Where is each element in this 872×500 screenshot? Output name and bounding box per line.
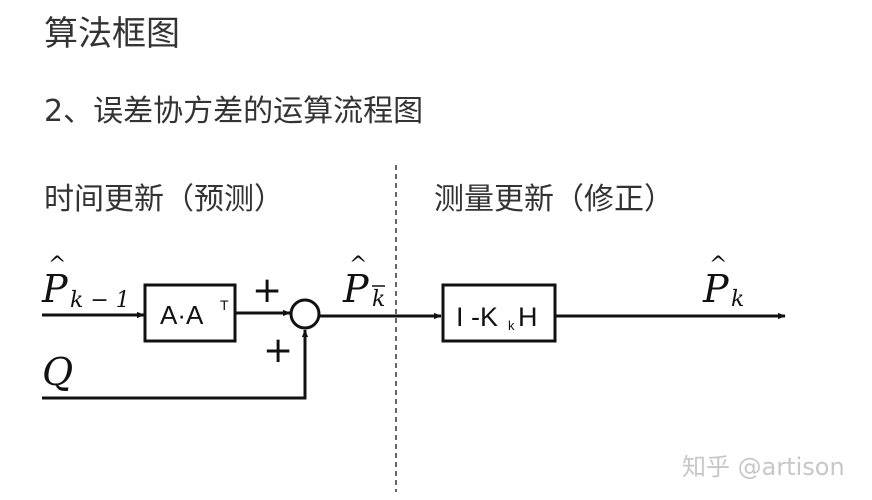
svg-text:k: k [372,287,385,312]
svg-text:k: k [508,318,515,333]
block-a-at [143,283,237,343]
svg-text:P: P [41,267,69,311]
svg-text:k: k [731,287,744,312]
svg-text:P: P [342,267,370,311]
watermark: 知乎 @artison [682,453,845,481]
output-p-label: P ^ k [702,253,744,312]
page-subtitle: 2、误差协方差的运算流程图 [44,94,424,129]
svg-text:T: T [220,297,229,313]
svg-text:A·A: A·A [160,300,204,330]
svg-text:^: ^ [349,253,367,278]
block-i-kh [441,283,557,343]
svg-text:P: P [702,267,730,311]
block-a-at-label: A·A T [160,297,229,330]
input-p-prev-label: P ^ k − 1 [41,253,130,313]
sum-plus-top: + [252,270,282,311]
measurement-update-header: 测量更新（修正） [434,182,674,217]
time-update-header: 时间更新（预测） [44,182,284,217]
svg-text:k − 1: k − 1 [70,288,130,313]
svg-text:I -K: I -K [456,302,498,332]
block-i-kh-label: I -K k H [456,302,538,333]
q-feed-path [42,329,309,400]
svg-text:^: ^ [48,253,66,278]
svg-text:H: H [518,302,538,332]
page-title: 算法框图 [44,14,180,54]
input-q-label: Q [42,350,73,394]
sum-plus-bottom: + [263,330,293,371]
prior-p-label: P ^ k [342,253,385,312]
summing-junction [289,298,321,330]
svg-text:^: ^ [709,253,727,278]
